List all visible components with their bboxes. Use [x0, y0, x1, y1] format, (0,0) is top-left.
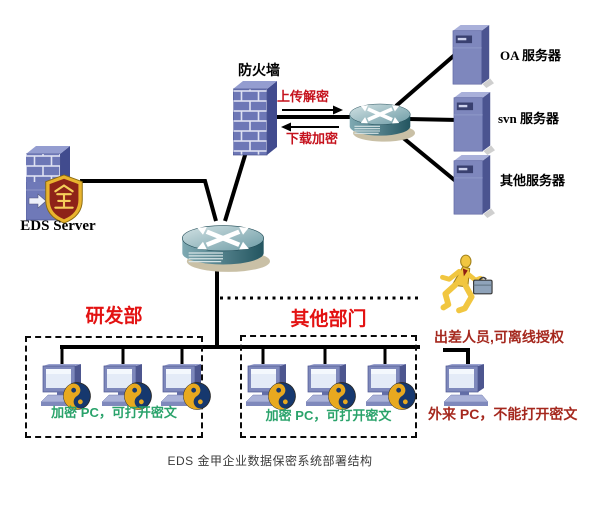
- other-pc-caption: 加密 PC，可打开密文: [265, 408, 392, 423]
- taiji-badge-icon: [267, 381, 297, 411]
- upload-arrowhead: [333, 105, 343, 115]
- link-router-to-svn-server: [407, 117, 459, 122]
- firewall-icon: [233, 81, 279, 157]
- link-router-to-other-server: [394, 130, 460, 185]
- link-firewall-to-router: [223, 151, 248, 222]
- download-arrowhead: [281, 122, 291, 132]
- core-router-icon: [176, 212, 270, 276]
- download-encrypt-label: 下载加密: [286, 131, 339, 146]
- dmz-router-icon: [345, 93, 415, 145]
- taiji-badge-icon: [387, 381, 417, 411]
- link-eds-to-router: [80, 179, 218, 222]
- other-server-label: 其他服务器: [500, 173, 566, 188]
- svn-server-label: svn 服务器: [498, 111, 560, 126]
- external-pc-label: 外来 PC，不能打开密文: [428, 406, 578, 422]
- link-external-pc: [443, 348, 470, 369]
- rd-department-title: 研发部: [85, 306, 143, 327]
- link-router-to-oa-server: [394, 50, 460, 108]
- eds-server-label: EDS Server: [20, 218, 96, 234]
- other-department-box: [240, 335, 417, 438]
- encrypted-pc-icon: [243, 364, 295, 412]
- external-pc-icon: [441, 364, 493, 412]
- other-department-title: 其他部门: [290, 309, 367, 330]
- taiji-badge-icon: [327, 381, 357, 411]
- other-server-icon: [452, 155, 496, 218]
- encrypted-pc-icon: [363, 364, 415, 412]
- running-person-icon: [423, 253, 495, 323]
- oa-server-icon: [451, 25, 495, 88]
- eds-shield-icon: [42, 174, 86, 224]
- firewall-label: 防火墙: [238, 62, 280, 78]
- oa-server-label: OA 服务器: [500, 48, 562, 63]
- diagram-caption: EDS 金甲企业数据保密系统部署结构: [167, 454, 373, 468]
- encrypted-pc-icon: [303, 364, 355, 412]
- svn-server-icon: [452, 92, 496, 155]
- rd-pc-caption: 加密 PC，可打开密文: [51, 405, 177, 420]
- mobile-user-label: 出差人员,可离线授权: [434, 329, 564, 345]
- upload-decrypt-label: 上传解密: [277, 89, 330, 104]
